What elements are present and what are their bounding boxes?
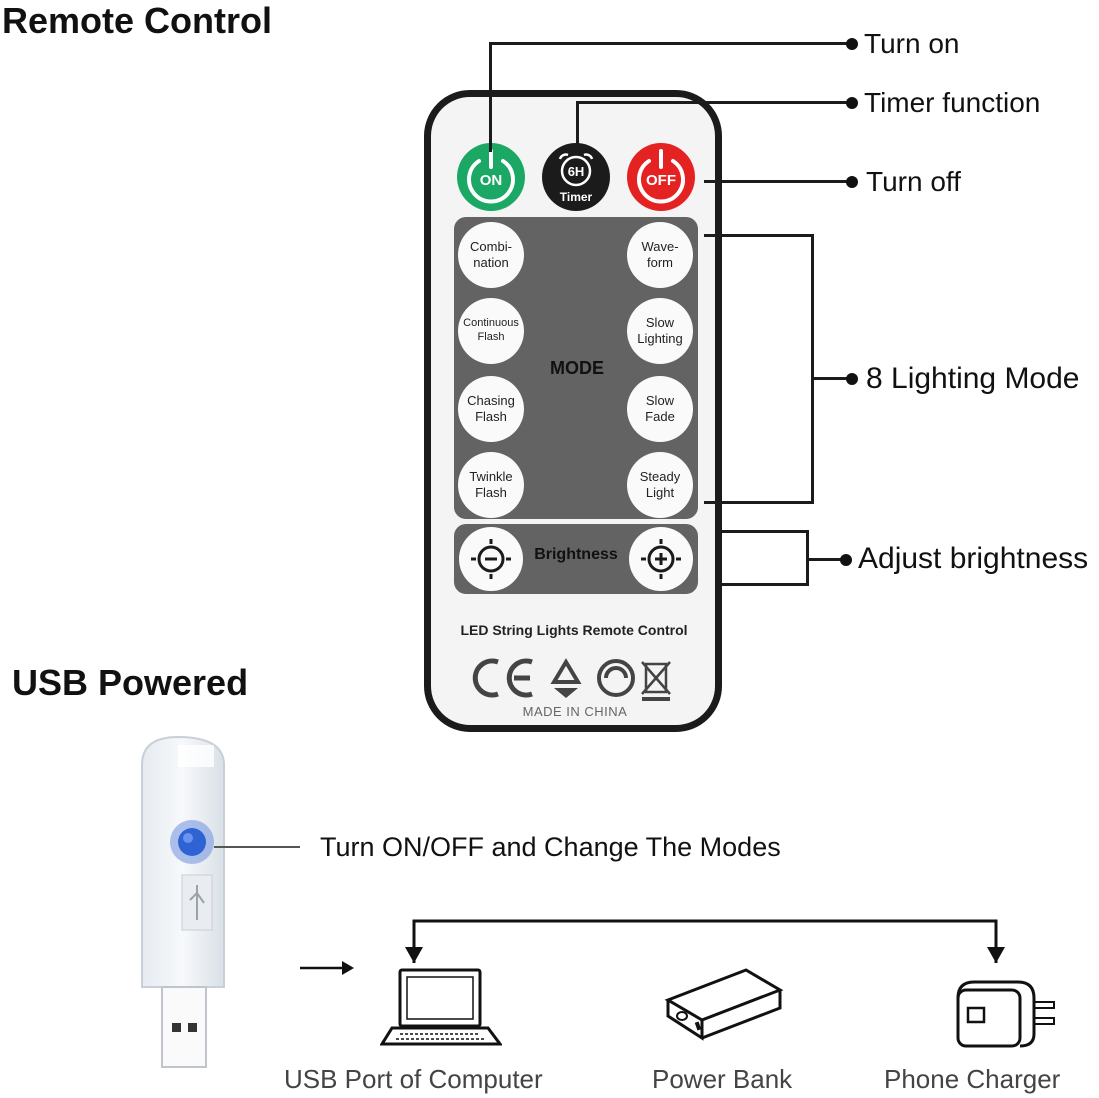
laptop-icon	[380, 968, 502, 1046]
mode-leader-dot	[846, 373, 858, 385]
green-dot-icon	[597, 659, 635, 697]
turn-on-leader-horizontal	[489, 42, 852, 45]
alarm-clock-icon: 6H Timer	[558, 153, 594, 204]
label-power-bank: Power Bank	[652, 1064, 793, 1094]
usb-dongle	[141, 735, 225, 1068]
on-button[interactable]: ON	[457, 143, 525, 211]
timer-leader-vertical	[576, 101, 579, 151]
usb-mode-button[interactable]	[166, 816, 218, 868]
mode-bracket-leader	[811, 377, 852, 380]
brightness-leader-dot	[840, 554, 852, 566]
callout-turn-on: Turn on	[864, 28, 960, 59]
usb-powered-heading: USB Powered	[12, 662, 249, 703]
brightness-bracket-bottom	[720, 583, 808, 586]
power-off-icon: OFF	[637, 149, 685, 204]
callout-turn-off: Turn off	[866, 166, 961, 197]
off-label: OFF	[646, 172, 676, 189]
weee-bin-icon	[641, 661, 671, 701]
brightness-down-button[interactable]	[459, 527, 523, 591]
label-phone-charger: Phone Charger	[884, 1064, 1061, 1094]
phone-charger-icon	[956, 980, 1055, 1048]
mode-button-waveform[interactable]: Wave-form	[627, 222, 693, 288]
on-label: ON	[480, 172, 503, 189]
brightness-bracket-top	[720, 530, 808, 533]
label-usb-port-computer: USB Port of Computer	[284, 1064, 543, 1094]
recycle-icon	[550, 658, 582, 698]
certification-marks	[472, 658, 671, 701]
mode-label: MODE	[550, 358, 604, 378]
turn-off-leader	[704, 180, 852, 183]
brightness-bracket-leader	[806, 558, 846, 561]
right-arrow-icon	[300, 961, 354, 975]
remote-footer-text: LED String Lights Remote Control	[460, 622, 688, 638]
usb-button-leader	[214, 846, 300, 848]
turn-on-leader-dot	[846, 38, 858, 50]
callout-lighting-mode: 8 Lighting Mode	[866, 362, 1080, 395]
brightness-label: Brightness	[534, 546, 618, 563]
brightness-up-button[interactable]	[629, 527, 693, 591]
timer-label: Timer	[560, 190, 593, 204]
brightness-minus-icon	[471, 539, 511, 579]
timer-hours: 6H	[568, 164, 585, 179]
remote-control-heading: Remote Control	[2, 0, 272, 41]
timer-button[interactable]: 6H Timer	[542, 143, 610, 211]
brightness-plus-icon	[641, 539, 681, 579]
off-button[interactable]: OFF	[627, 143, 695, 211]
callout-adjust-brightness: Adjust brightness	[858, 542, 1089, 575]
made-in-text: MADE IN CHINA	[522, 704, 628, 719]
mode-bracket-top	[704, 234, 814, 237]
power-bank-icon	[664, 968, 784, 1041]
turn-on-leader-vertical	[489, 42, 492, 152]
distribution-bracket	[405, 919, 1005, 963]
callout-usb-button: Turn ON/OFF and Change The Modes	[320, 832, 781, 862]
timer-leader-dot	[846, 97, 858, 109]
callout-timer-function: Timer function	[864, 87, 1041, 118]
turn-off-leader-dot	[846, 176, 858, 188]
ce-mark-icon	[472, 658, 533, 698]
timer-leader-horizontal	[576, 101, 852, 104]
mode-button-combination[interactable]: Combi-nation	[458, 222, 524, 288]
mode-bracket-bottom	[704, 501, 814, 504]
power-on-icon: ON	[467, 149, 515, 204]
mode-bracket-side	[811, 234, 814, 504]
